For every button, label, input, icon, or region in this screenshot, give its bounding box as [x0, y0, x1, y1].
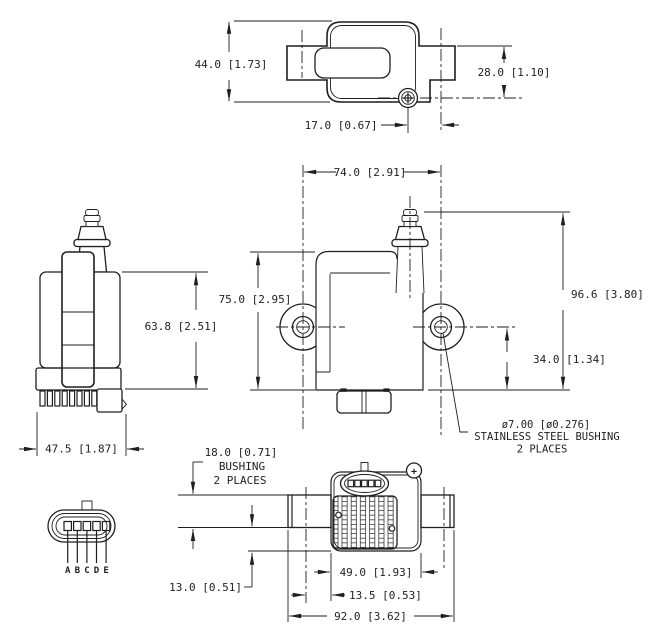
side-view-fins	[39, 390, 98, 407]
bottom-view-centerlines	[305, 487, 445, 603]
pin-label-a: A	[65, 566, 71, 576]
pin-leader-lines	[67, 530, 107, 563]
pin-label-e: E	[103, 566, 108, 576]
dim-92-label: 92.0 [3.62]	[334, 610, 407, 623]
front-view-centerlines	[276, 165, 518, 438]
dim-75-label: 75.0 [2.95]	[219, 293, 292, 306]
dim-63-label: 63.8 [2.51]	[145, 320, 218, 333]
bottom-view-extension-lines	[178, 494, 455, 622]
dim-74-label: 74.0 [2.91]	[334, 166, 407, 179]
bushing-label-line1: BUSHING	[219, 460, 265, 473]
polarity-mark: +	[405, 462, 423, 479]
dim-28-label: 28.0 [1.10]	[478, 66, 551, 79]
top-view-body-outline	[286, 21, 456, 103]
side-view-base-flange	[35, 367, 122, 391]
bushing-callout: ø7.00 [ø0.276] STAINLESS STEEL BUSHING 2…	[442, 332, 620, 456]
dim-13: 13.0 [0.51]	[169, 505, 255, 594]
front-view: 74.0 [2.91] 75.0 [2.95] 96.6 [3.80] 34.0…	[219, 165, 644, 456]
dim-96: 96.6 [3.80]	[424, 211, 644, 391]
svg-text:+: +	[411, 467, 417, 478]
pin-label-d: D	[94, 566, 100, 576]
dim-49: 49.0 [1.93]	[314, 566, 438, 579]
pin-label-b: B	[75, 566, 81, 576]
top-view-centerlines	[301, 28, 523, 133]
dim-17-label: 17.0 [0.67]	[305, 119, 378, 132]
dim-49-label: 49.0 [1.93]	[340, 566, 413, 579]
dim-74: 74.0 [2.91]	[304, 166, 440, 179]
dim-44: 44.0 [1.73]	[195, 20, 332, 103]
dim-92: 92.0 [3.62]	[289, 610, 453, 623]
dim-34-label: 34.0 [1.34]	[533, 353, 606, 366]
dim-47: 47.5 [1.87]	[19, 412, 144, 456]
dim-13-5-label: 13.5 [0.53]	[349, 589, 422, 602]
bushing-callout-line2: STAINLESS STEEL BUSHING	[474, 431, 619, 443]
side-view-coil-block	[61, 251, 95, 388]
dim-28: 28.0 [1.10]	[457, 45, 551, 97]
dim-18: 18.0 [0.71] BUSHING 2 PLACES	[190, 446, 278, 549]
side-view: 63.8 [2.51] 47.5 [1.87]	[19, 209, 218, 456]
dim-96-label: 96.6 [3.80]	[571, 288, 644, 301]
bushing-callout-line1: ø7.00 [ø0.276]	[502, 419, 591, 431]
bottom-view-connector	[339, 470, 390, 497]
top-view: 44.0 [1.73] 17.0 [0.67] 28.0 [1.10]	[195, 20, 551, 133]
side-view-connector-housing	[96, 388, 123, 413]
screw-hole	[388, 525, 396, 532]
bottom-view-heatsink-fins	[332, 495, 398, 550]
screw-hole	[335, 511, 342, 519]
top-view-hv-tower	[397, 87, 419, 109]
connector-detail: A B C D E	[47, 500, 116, 576]
pin-label-c: C	[84, 566, 89, 576]
front-view-base-connector	[336, 388, 392, 414]
dim-18-label: 18.0 [0.71]	[205, 446, 278, 459]
bushing-label-line2: 2 PLACES	[214, 474, 267, 487]
bottom-view: + 18.0 [0.71] BUSHING 2 PLACES 13.0 [0.5…	[169, 446, 455, 623]
dim-13-label: 13.0 [0.51]	[169, 581, 242, 594]
dim-63: 63.8 [2.51]	[122, 271, 218, 390]
dim-17: 17.0 [0.67]	[305, 108, 459, 133]
dim-34: 34.0 [1.34]	[504, 328, 606, 389]
top-view-slot	[314, 47, 391, 79]
dim-13-5: 13.5 [0.53]	[291, 589, 422, 602]
dim-47-label: 47.5 [1.87]	[45, 443, 118, 456]
dim-75: 75.0 [2.95]	[219, 251, 315, 391]
bushing-callout-line3: 2 PLACES	[517, 444, 568, 456]
dim-44-label: 44.0 [1.73]	[195, 58, 268, 71]
